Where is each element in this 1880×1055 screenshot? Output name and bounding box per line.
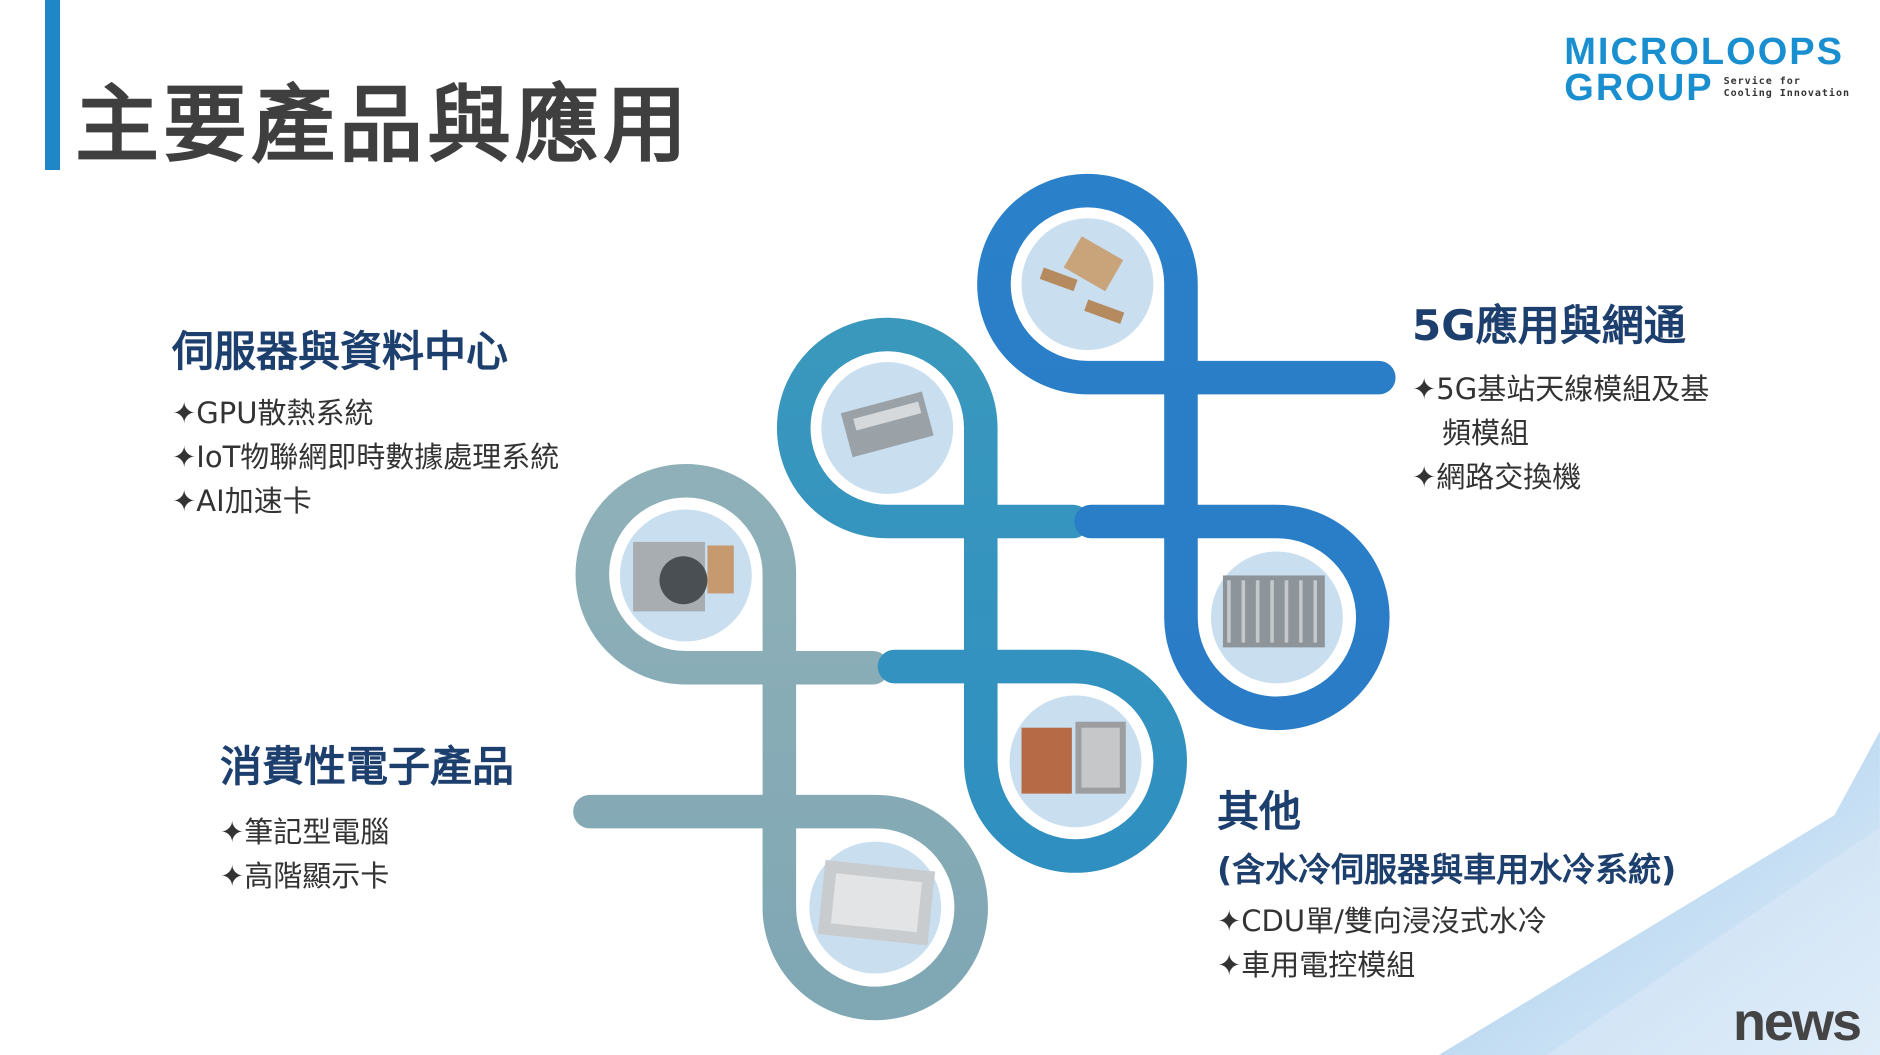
teal-loop	[776, 317, 1187, 873]
product-image-vapor-chamber	[1003, 689, 1148, 834]
page-title: 主要產品與應用	[75, 76, 692, 174]
logo-line1: MICROLOOPS	[1564, 31, 1844, 73]
section-network: 5G應用與網通 ✦5G基站天線模組及基 頻模組 ✦網路交換機	[1412, 292, 1709, 499]
list-item: ✦GPU散熱系統	[172, 396, 374, 430]
list-item: ✦車用電控模組	[1217, 948, 1416, 982]
logo-tagline2: Cooling Innovation	[1723, 88, 1850, 99]
section-heading: 其他	[1217, 787, 1302, 836]
section-heading: 伺服器與資料中心	[172, 327, 509, 376]
section-server: 伺服器與資料中心 ✦GPU散熱系統 ✦IoT物聯網即時數據處理系統 ✦AI加速卡	[172, 318, 559, 523]
section-heading: 消費性電子產品	[220, 742, 515, 791]
product-image-heatpipe-module	[1015, 212, 1160, 357]
section-heading: 5G應用與網通	[1412, 301, 1686, 350]
product-image-fan-module	[613, 503, 758, 648]
list-item: ✦網路交換機	[1412, 460, 1582, 494]
product-image-heatsink	[1204, 545, 1349, 690]
gray-loop	[573, 464, 988, 1021]
product-image-cold-plate	[803, 835, 948, 980]
title-accent-bar	[45, 0, 60, 170]
product-image-server-module	[815, 356, 960, 500]
logo-tagline1: Service for	[1723, 76, 1801, 87]
list-item-continuation: 頻模組	[1442, 416, 1530, 450]
company-logo: MICROLOOPS GROUP Service for Cooling Inn…	[1564, 31, 1850, 109]
news-watermark: news	[1732, 992, 1862, 1052]
list-item: ✦筆記型電腦	[220, 815, 390, 849]
section-subheading: (含水冷伺服器與車用水冷系統)	[1217, 850, 1677, 889]
list-item: ✦IoT物聯網即時數據處理系統	[172, 440, 560, 474]
section-other: 其他 (含水冷伺服器與車用水冷系統) ✦CDU單/雙向浸沒式水冷 ✦車用電控模組	[1217, 778, 1676, 987]
list-item: ✦高階顯示卡	[220, 859, 390, 893]
blue-loop	[977, 173, 1396, 731]
list-item: ✦AI加速卡	[172, 484, 312, 518]
logo-line2: GROUP	[1564, 67, 1714, 109]
section-consumer: 消費性電子產品 ✦筆記型電腦 ✦高階顯示卡	[220, 733, 514, 898]
list-item: ✦CDU單/雙向浸沒式水冷	[1217, 904, 1547, 938]
list-item: ✦5G基站天線模組及基	[1412, 372, 1710, 406]
